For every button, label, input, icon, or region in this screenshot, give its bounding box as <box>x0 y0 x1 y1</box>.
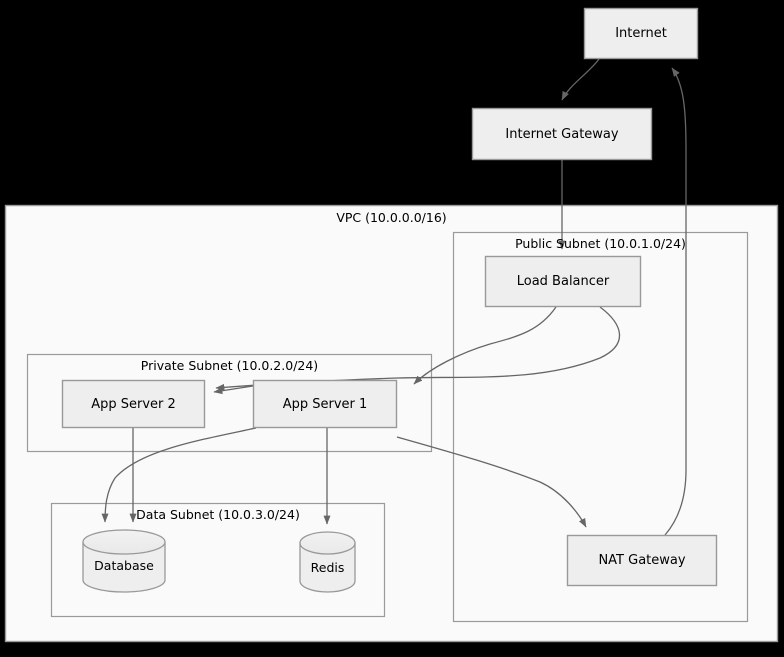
node-internet-gateway-shape[interactable] <box>471 107 653 161</box>
node-load-balancer-shape[interactable] <box>484 255 642 308</box>
edge-app1-to-app2 <box>213 385 254 395</box>
edge-app1-to-nat <box>396 436 587 528</box>
edge-lb-to-app1 <box>413 306 557 385</box>
edge-nat-to-internet <box>664 67 687 536</box>
edge-internet-to-igw <box>561 58 600 101</box>
node-app-server-1-shape[interactable] <box>252 379 398 429</box>
node-internet-shape[interactable] <box>583 7 699 60</box>
node-redis-shape[interactable] <box>299 531 356 593</box>
node-database-shape[interactable] <box>82 529 166 593</box>
node-nat-gateway-shape[interactable] <box>566 534 718 587</box>
edge-app1-to-database <box>101 427 257 523</box>
node-app-server-2-shape[interactable] <box>61 379 206 429</box>
